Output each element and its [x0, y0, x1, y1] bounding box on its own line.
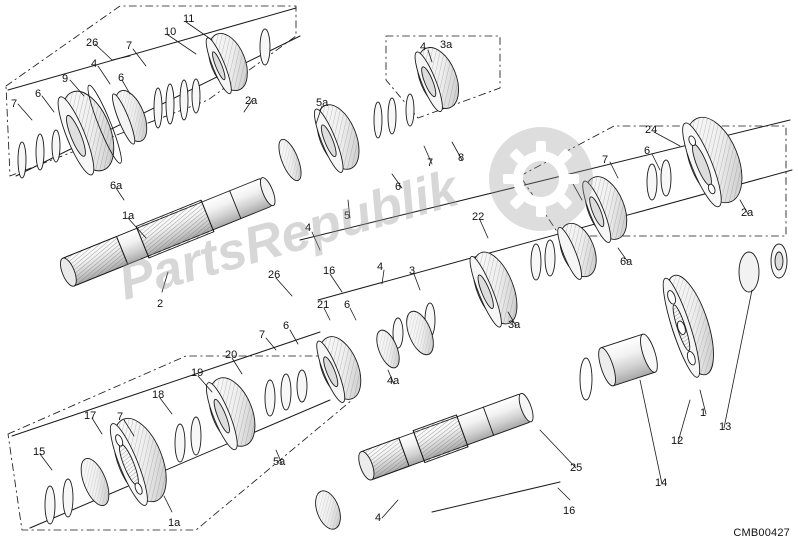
callout-6a-a: 6a — [110, 180, 123, 192]
callout-7-f: 7 — [117, 411, 124, 423]
callout-4-b: 4 — [91, 58, 98, 70]
callout-1: 1 — [700, 407, 707, 419]
callout-2: 2 — [157, 298, 164, 310]
callout-7-b: 7 — [11, 98, 18, 110]
callout-6-b: 6 — [35, 88, 42, 100]
callout-6-c: 6 — [644, 145, 651, 157]
callout-26: 26 — [86, 37, 99, 49]
callout-4-a: 4 — [420, 41, 427, 53]
group-frame-right — [519, 125, 787, 237]
callout-24: 24 — [645, 124, 658, 136]
callout-22: 22 — [472, 211, 485, 223]
callout-4-c: 4 — [305, 222, 312, 234]
callout-6-a: 6 — [118, 72, 125, 84]
group-frame-top-right — [385, 35, 501, 119]
callout-4-d: 4 — [377, 261, 384, 273]
mainshaft-assembly-top-left — [17, 28, 276, 287]
callout-11: 11 — [183, 13, 195, 25]
callout-1a-b: 1a — [168, 517, 181, 529]
callout-17: 17 — [84, 410, 97, 422]
callout-3a-a: 3a — [440, 39, 453, 51]
callout-21: 21 — [317, 299, 330, 311]
callout-4a: 4a — [387, 375, 400, 387]
callout-3: 3 — [409, 265, 416, 277]
callout-16-b: 16 — [563, 505, 576, 517]
callout-2a-a: 2a — [245, 95, 258, 107]
callout-8: 8 — [458, 152, 465, 164]
part-code-label: CMB00427 — [733, 527, 790, 539]
group-frame-top-left — [5, 5, 297, 177]
callout-7-c: 7 — [602, 154, 609, 166]
callout-18: 18 — [152, 389, 165, 401]
callout-15: 15 — [33, 446, 46, 458]
callout-26-b: 26 — [268, 269, 281, 281]
callout-20: 20 — [225, 349, 238, 361]
callout-1a-a: 1a — [122, 210, 135, 222]
callout-7-e: 7 — [259, 329, 266, 341]
callout-6-d: 6 — [395, 181, 402, 193]
callout-6-f: 6 — [283, 320, 290, 332]
callout-19: 19 — [191, 367, 204, 379]
callout-7-d: 7 — [427, 157, 434, 169]
callout-5a-b: 5a — [273, 456, 286, 468]
leader-lines — [17, 21, 753, 519]
callout-6-e: 6 — [344, 299, 351, 311]
output-gears-right — [392, 116, 743, 349]
callout-23: 23 — [563, 174, 576, 186]
callout-9: 9 — [62, 73, 69, 85]
group-frame-bottom-left — [7, 355, 353, 531]
callout-13: 13 — [719, 421, 732, 433]
callout-4-e: 4 — [375, 512, 382, 524]
callout-16-a: 16 — [323, 265, 336, 277]
front-sprocket-group — [579, 243, 788, 401]
callout-10: 10 — [164, 26, 177, 38]
callout-2a-b: 2a — [741, 207, 754, 219]
callout-12: 12 — [671, 435, 684, 447]
callout-14: 14 — [655, 477, 668, 489]
callout-5a-a: 5a — [316, 97, 329, 109]
output-shaft-bottom — [315, 392, 534, 530]
callout-5: 5 — [344, 210, 351, 222]
callout-6a-b: 6a — [620, 256, 633, 268]
countershaft-gears-top-middle — [278, 47, 459, 182]
callout-3a-b: 3a — [508, 319, 521, 331]
secondary-shaft-assembly-bottom-left — [44, 310, 434, 525]
callout-25: 25 — [570, 462, 583, 474]
callout-7-a: 7 — [126, 40, 133, 52]
